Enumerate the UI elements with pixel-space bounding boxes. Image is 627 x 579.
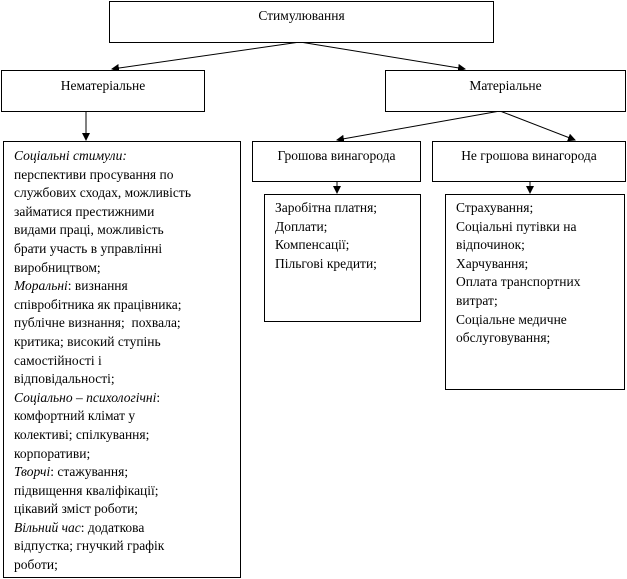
section-sociopsych-title: Соціально – психологічні: (14, 389, 161, 405)
arrow-material-to-monetary (336, 110, 501, 143)
text-line: займатися престижними (14, 203, 155, 219)
section-freetime-title: Вільний час: додаткова (14, 519, 145, 535)
arrow-root-to-nonmaterial (111, 41, 301, 72)
text-line: виробництвом; (14, 259, 101, 275)
list-item: Харчування; (456, 255, 529, 271)
list-item: Страхування; (456, 200, 534, 215)
arrow-material-to-nonmonetary (499, 110, 576, 142)
text-line: відповідальності; (14, 371, 115, 387)
text-line: критика; високий ступінь (14, 333, 161, 349)
list-item: Компенсації; (275, 237, 350, 253)
root-node: Стимулювання (109, 1, 494, 43)
section-moral-title: Моральні: визнання (14, 278, 128, 294)
list-item: Соціальне медичне (456, 311, 567, 327)
monetary-details: Заробітна платня; Доплати; Компенсації; … (264, 194, 421, 322)
text-line: перспективи просування по (14, 166, 174, 182)
monetary-label: Грошова винагорода (277, 147, 396, 163)
text-line: брати участь в управлінні (14, 240, 163, 256)
text-line: відпустка; гнучкий графік (14, 538, 165, 554)
list-item: Доплати; (275, 218, 328, 234)
text-line: корпоративи; (14, 445, 91, 461)
text-line: підвищення кваліфікації; (14, 482, 159, 498)
material-label: Матеріальне (469, 78, 542, 93)
nonmonetary-label: Не грошова винагорода (461, 147, 597, 163)
root-label: Стимулювання (258, 8, 345, 23)
monetary-node: Грошова винагорода (252, 141, 421, 182)
nonmaterial-label: Нематеріальне (60, 78, 146, 93)
list-item: витрат; (456, 292, 498, 308)
list-item: Пільгові кредити; (275, 255, 377, 271)
nonmonetary-details: Страхування; Соціальні путівки на відпоч… (445, 194, 625, 390)
section-creative-title: Творчі: стажування; (14, 464, 129, 480)
text-line: комфортний клімат у (14, 408, 136, 424)
list-item: обслуговування; (456, 330, 551, 346)
material-node: Матеріальне (385, 70, 626, 112)
text-line: цікавий зміст роботи; (14, 501, 139, 517)
text-line: самостійності і (14, 352, 102, 368)
list-item: Заробітна платня; (275, 200, 378, 215)
text-line: співробітника як працівника; (14, 296, 182, 312)
list-item: відпочинок; (456, 237, 525, 253)
arrow-root-to-material (299, 41, 466, 72)
text-line: публічне визнання; похвала; (14, 315, 181, 331)
list-item: Соціальні путівки на (456, 218, 577, 234)
text-line: службових сходах, можливість (14, 185, 191, 201)
nonmaterial-node: Нематеріальне (1, 70, 205, 112)
nonmonetary-node: Не грошова винагорода (432, 141, 626, 182)
text-line: видами праці, можливість (14, 222, 164, 238)
section-social-title: Соціальні стимули: (14, 148, 127, 163)
text-line: роботи; (14, 557, 58, 573)
nonmaterial-details: Соціальні стимули: перспективи просуванн… (3, 141, 241, 578)
text-line: колективі; спілкування; (14, 426, 150, 442)
list-item: Оплата транспортних (456, 274, 581, 290)
